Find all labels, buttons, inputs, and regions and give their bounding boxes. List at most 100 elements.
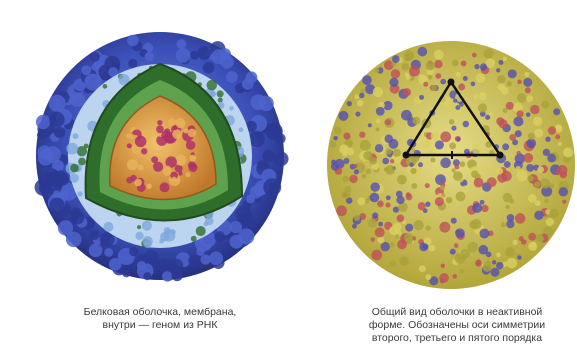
texture-blob [458, 84, 465, 91]
texture-blob [418, 47, 428, 57]
texture-blob [453, 171, 463, 181]
texture-blob [413, 117, 421, 125]
texture-blob [37, 130, 46, 139]
texture-blob [214, 231, 225, 242]
texture-blob [331, 162, 339, 170]
texture-blob [454, 243, 459, 248]
texture-blob [376, 107, 385, 116]
texture-blob [469, 220, 478, 229]
texture-blob [547, 154, 556, 163]
texture-blob [405, 72, 410, 77]
texture-blob [372, 212, 378, 218]
texture-blob [70, 211, 84, 225]
texture-blob [371, 250, 382, 261]
texture-blob [176, 39, 186, 49]
texture-blob [549, 184, 554, 189]
texture-blob [127, 159, 138, 170]
texture-blob [191, 236, 197, 242]
texture-blob [497, 75, 505, 83]
twofold-axis-tick [451, 151, 453, 159]
texture-blob [189, 155, 196, 162]
texture-blob [472, 145, 482, 155]
texture-blob [343, 176, 349, 182]
texture-blob [142, 221, 152, 231]
texture-blob [534, 211, 543, 220]
texture-blob [404, 50, 414, 60]
texture-blob [397, 240, 407, 250]
texture-blob [498, 60, 503, 65]
texture-blob [562, 200, 566, 204]
texture-blob [446, 197, 453, 204]
texture-blob [460, 161, 466, 167]
texture-blob [141, 148, 147, 154]
texture-blob [439, 273, 449, 283]
texture-blob [456, 109, 462, 115]
texture-blob [534, 129, 543, 138]
texture-blob [406, 192, 411, 197]
texture-blob [521, 239, 526, 244]
texture-blob [129, 247, 138, 256]
texture-blob [343, 133, 350, 140]
left-figure-caption: Белковая оболочка, мембрана, внутри — ге… [20, 306, 300, 332]
texture-blob [246, 194, 255, 203]
texture-blob [501, 222, 506, 227]
texture-blob [153, 162, 163, 172]
texture-blob [49, 112, 65, 128]
texture-blob [402, 63, 410, 71]
texture-blob [530, 105, 539, 114]
texture-blob [506, 205, 510, 209]
texture-blob [435, 197, 444, 206]
texture-blob [357, 197, 365, 205]
texture-blob [162, 271, 172, 281]
texture-blob [126, 177, 132, 183]
texture-blob [385, 148, 391, 154]
texture-blob [357, 100, 364, 107]
texture-blob [440, 158, 451, 169]
texture-blob [218, 98, 223, 103]
texture-blob [362, 75, 372, 85]
texture-blob [156, 125, 164, 133]
texture-blob [425, 183, 430, 188]
texture-blob [375, 127, 379, 131]
right-figure-caption: Общий вид оболочки в неактивной форме. О… [338, 306, 576, 345]
texture-blob [81, 65, 91, 75]
texture-blob [157, 260, 166, 269]
texture-blob [377, 237, 384, 244]
texture-blob [452, 274, 457, 279]
texture-blob [555, 134, 560, 139]
texture-blob [347, 101, 352, 106]
texture-blob [528, 194, 537, 203]
texture-blob [217, 90, 224, 97]
texture-blob [386, 195, 391, 200]
texture-blob [90, 52, 100, 62]
texture-blob [37, 145, 51, 159]
texture-blob [104, 248, 113, 257]
texture-blob [157, 120, 162, 125]
texture-blob [397, 175, 407, 185]
texture-blob [410, 168, 416, 174]
texture-blob [478, 103, 487, 112]
texture-blob [44, 168, 59, 183]
texture-blob [135, 136, 146, 147]
texture-blob [422, 243, 428, 249]
texture-blob [411, 183, 417, 189]
texture-blob [359, 132, 365, 138]
texture-blob [393, 149, 401, 157]
texture-blob [526, 139, 536, 149]
texture-blob [440, 131, 451, 142]
texture-blob [405, 224, 413, 232]
texture-blob [496, 168, 503, 175]
texture-blob [137, 261, 146, 270]
texture-blob [401, 110, 412, 121]
texture-blob [515, 213, 526, 224]
texture-blob [418, 202, 426, 210]
texture-blob [428, 75, 433, 80]
texture-blob [368, 123, 372, 127]
texture-blob [516, 170, 527, 181]
texture-blob [454, 164, 459, 169]
texture-blob [188, 129, 197, 138]
texture-blob [397, 215, 405, 223]
texture-blob [459, 102, 464, 107]
texture-blob [382, 158, 389, 165]
texture-blob [197, 46, 210, 59]
